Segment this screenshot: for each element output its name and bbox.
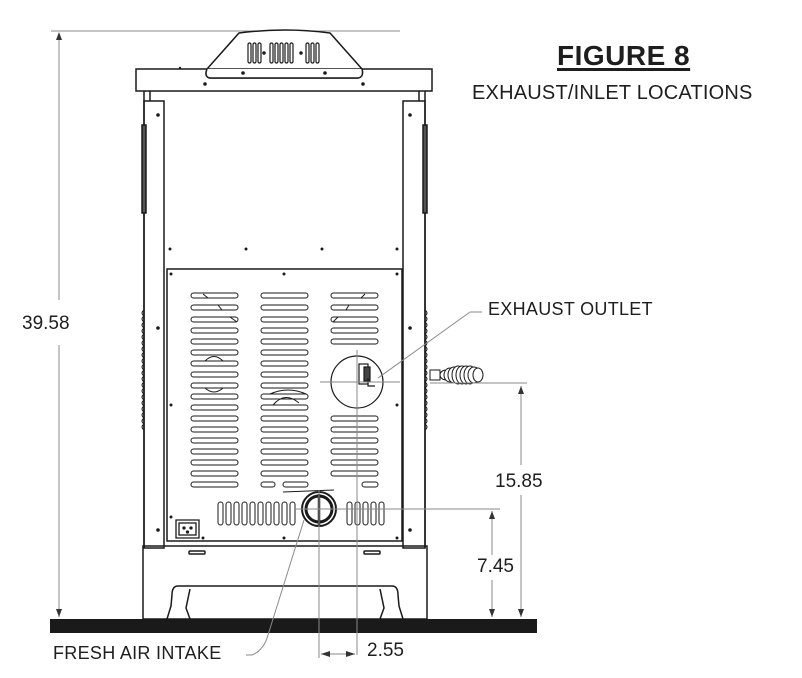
exhaust-bellows [429, 365, 484, 385]
callout-fresh-air-intake: FRESH AIR INTAKE [53, 643, 222, 663]
dimension-label-exhaust-height: 15.85 [495, 471, 543, 492]
dimension-label-overall-height: 39.58 [22, 313, 70, 334]
callout-exhaust-outlet: EXHAUST OUTLET [488, 299, 653, 319]
power-inlet [175, 519, 200, 539]
dimension-label-intake-height: 7.45 [477, 556, 514, 577]
rear-panel [166, 268, 403, 542]
side-fins [141, 309, 428, 431]
figure-subtitle: EXHAUST/INLET LOCATIONS [472, 82, 753, 104]
stove-body [141, 91, 428, 549]
dimension-lines [246, 311, 527, 658]
figure-title: FIGURE 8 [557, 40, 691, 71]
dimension-overall-height [51, 30, 400, 617]
dimension-label-intake-offset: 2.55 [367, 640, 404, 661]
stove-base [142, 545, 428, 620]
floor-line [50, 619, 537, 633]
vent-louvers [190, 292, 385, 526]
top-vent-cap [205, 29, 364, 79]
